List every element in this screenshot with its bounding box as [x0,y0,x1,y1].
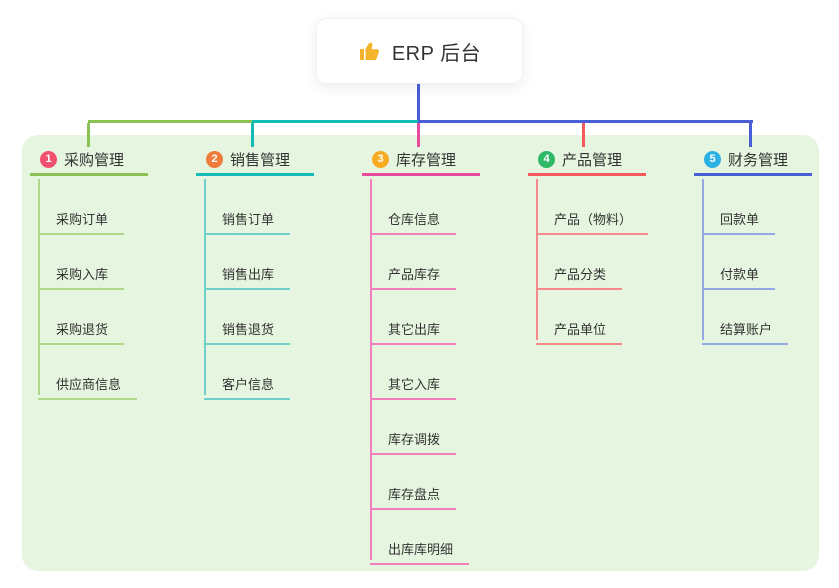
leaf-node[interactable]: 仓库信息 [370,198,457,235]
connector-line [536,179,538,340]
branches-panel [22,135,819,571]
branch-number-badge: 5 [704,151,721,168]
connector-line [38,179,40,395]
leaf-label: 库存调拨 [388,432,441,447]
thumbs-up-icon [358,39,382,63]
leaf-label: 产品库存 [388,267,441,282]
connector-line [417,123,420,147]
leaf-node[interactable]: 付款单 [702,253,776,290]
leaf-label: 产品分类 [554,267,607,282]
branch-number-badge: 4 [538,151,555,168]
leaf-label: 结算账户 [720,322,773,337]
leaf-label: 产品（物料） [554,212,633,227]
connector-line [251,123,254,147]
leaf-label: 供应商信息 [56,377,122,392]
branch-node[interactable]: 5 财务管理 [694,146,812,176]
leaf-label: 客户信息 [222,377,275,392]
connector-line [370,179,372,560]
connector-line [582,123,585,147]
connector-line [749,123,752,147]
branch-label: 采购管理 [64,152,125,169]
connector-line [88,120,252,123]
leaf-node[interactable]: 产品分类 [536,253,623,290]
leaf-node[interactable]: 采购订单 [38,198,125,235]
leaf-label: 库存盘点 [388,487,441,502]
connector-line [204,179,206,395]
leaf-label: 销售退货 [222,322,275,337]
connector-line [87,123,90,147]
leaf-label: 销售订单 [222,212,275,227]
leaf-label: 回款单 [720,212,760,227]
branch-label: 库存管理 [396,152,457,169]
leaf-label: 出库库明细 [388,542,454,557]
leaf-node[interactable]: 采购入库 [38,253,125,290]
leaf-label: 其它出库 [388,322,441,337]
leaf-node[interactable]: 结算账户 [702,308,789,345]
connector-line [702,179,704,340]
leaf-node[interactable]: 回款单 [702,198,776,235]
leaf-label: 仓库信息 [388,212,441,227]
connector-line [252,120,418,123]
leaf-node[interactable]: 出库库明细 [370,528,470,565]
branch-number-badge: 3 [372,151,389,168]
leaf-node[interactable]: 采购退货 [38,308,125,345]
branch-node[interactable]: 2 销售管理 [196,146,314,176]
leaf-label: 其它入库 [388,377,441,392]
branch-node[interactable]: 1 采购管理 [30,146,148,176]
connector-line [417,84,420,123]
connector-line [418,120,753,123]
leaf-node[interactable]: 销售订单 [204,198,291,235]
branch-label: 销售管理 [230,152,291,169]
leaf-label: 销售出库 [222,267,275,282]
leaf-label: 产品单位 [554,322,607,337]
branch-node[interactable]: 4 产品管理 [528,146,646,176]
leaf-label: 采购订单 [56,212,109,227]
leaf-node[interactable]: 销售出库 [204,253,291,290]
leaf-node[interactable]: 产品单位 [536,308,623,345]
root-node[interactable]: ERP 后台 [316,18,523,84]
root-node-label: ERP 后台 [391,42,482,65]
branch-label: 产品管理 [562,152,623,169]
leaf-node[interactable]: 销售退货 [204,308,291,345]
branch-number-badge: 2 [206,151,223,168]
leaf-node[interactable]: 产品（物料） [536,198,649,235]
branch-node[interactable]: 3 库存管理 [362,146,480,176]
leaf-node[interactable]: 供应商信息 [38,363,138,400]
leaf-node[interactable]: 库存盘点 [370,473,457,510]
leaf-node[interactable]: 产品库存 [370,253,457,290]
leaf-label: 采购入库 [56,267,109,282]
leaf-node[interactable]: 其它入库 [370,363,457,400]
leaf-node[interactable]: 其它出库 [370,308,457,345]
branch-number-badge: 1 [40,151,57,168]
leaf-node[interactable]: 客户信息 [204,363,291,400]
leaf-label: 采购退货 [56,322,109,337]
leaf-node[interactable]: 库存调拨 [370,418,457,455]
leaf-label: 付款单 [720,267,760,282]
branch-label: 财务管理 [728,152,789,169]
